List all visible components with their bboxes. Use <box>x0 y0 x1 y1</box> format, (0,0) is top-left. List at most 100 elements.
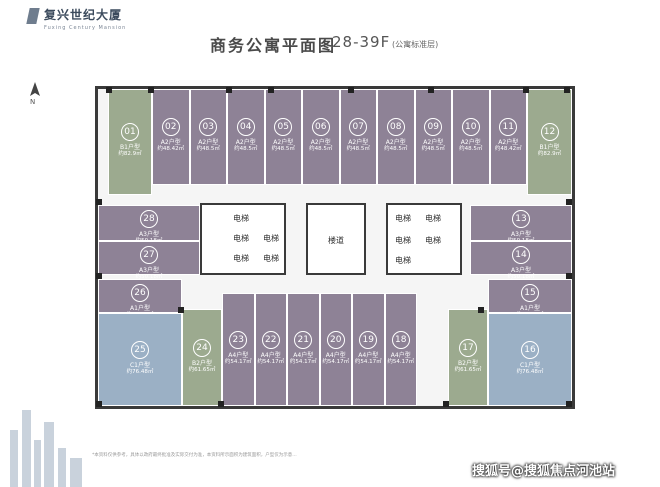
unit-number: 03 <box>199 118 218 136</box>
unit-number: 18 <box>391 330 410 349</box>
unit-type: A1户型 <box>130 305 150 312</box>
unit-type: A4户型 <box>293 351 314 359</box>
city-skyline-icon <box>10 410 82 487</box>
unit-area: 约54.17㎡ <box>289 358 317 365</box>
unit-type: A2户型 <box>423 139 444 146</box>
logo-mark-icon <box>26 8 40 24</box>
unit-26[interactable]: 26A1户型约43.07㎡ <box>98 279 182 318</box>
unit-number: 25 <box>131 340 149 359</box>
watermark: 搜狐号@搜狐焦点河池站 <box>472 464 616 479</box>
structural-column <box>96 273 102 279</box>
unit-area: 约54.17㎡ <box>354 358 382 365</box>
unit-area: 约48.42㎡ <box>494 146 522 152</box>
elevator-label-10: 电梯 <box>425 236 441 245</box>
structural-column <box>178 307 184 313</box>
logo: 复兴世纪大厦 Fuxing Century Mansion <box>26 6 148 46</box>
unit-area: 约50.18㎡ <box>507 274 535 280</box>
structural-column <box>566 199 572 205</box>
unit-area: 约48.5㎡ <box>196 146 220 152</box>
unit-type: B2户型 <box>458 359 478 367</box>
unit-number: 19 <box>359 330 378 349</box>
unit-area: 约48.5㎡ <box>459 146 483 152</box>
unit-number: 04 <box>236 118 255 136</box>
unit-number: 23 <box>229 330 248 349</box>
unit-type: A3户型 <box>511 231 531 238</box>
page-subtitle: (公寓标准层) <box>392 40 439 49</box>
unit-number: 17 <box>459 338 477 357</box>
unit-type: A2户型 <box>198 139 219 146</box>
elevator-label-6: 电梯 <box>395 214 411 223</box>
north-arrow-icon <box>30 82 40 96</box>
unit-area: 约54.17㎡ <box>257 358 285 365</box>
unit-number: 27 <box>140 246 158 264</box>
unit-28[interactable]: 28A3户型约50.18㎡ <box>98 205 200 244</box>
structural-column <box>226 87 232 93</box>
unit-15[interactable]: 15A1户型约43.07㎡ <box>488 279 572 318</box>
unit-type: A4户型 <box>260 351 281 359</box>
unit-type: A2户型 <box>273 139 294 146</box>
elevator-label-3: 电梯 <box>233 254 249 263</box>
unit-type: A4户型 <box>325 351 346 359</box>
unit-area: 约82.9㎡ <box>118 151 142 157</box>
unit-number: 07 <box>349 118 368 136</box>
unit-area: 约48.5㎡ <box>271 146 295 152</box>
elevator-label-2: 电梯 <box>233 234 249 243</box>
unit-type: A3户型 <box>139 231 159 238</box>
structural-column <box>564 87 570 93</box>
logo-english-text: Fuxing Century Mansion <box>44 25 127 31</box>
stair-label: 楼道 <box>328 236 344 245</box>
unit-type: A4户型 <box>228 351 249 359</box>
structural-column <box>523 87 529 93</box>
unit-area: 约61.65㎡ <box>188 366 216 373</box>
structural-column <box>218 401 224 407</box>
unit-type: B2户型 <box>192 359 212 367</box>
unit-number: 06 <box>311 118 330 136</box>
structural-column <box>96 199 102 205</box>
unit-number: 02 <box>161 118 180 136</box>
unit-type: A2户型 <box>160 139 181 146</box>
north-label: N <box>30 98 36 106</box>
unit-type: B1户型 <box>120 144 140 151</box>
core-center <box>306 203 366 275</box>
unit-type: A2户型 <box>235 139 256 146</box>
unit-number: 16 <box>521 340 539 359</box>
unit-number: 14 <box>512 246 530 264</box>
unit-13[interactable]: 13A3户型约50.18㎡ <box>470 205 572 244</box>
unit-area: 约54.17㎡ <box>322 358 350 365</box>
unit-number: 28 <box>140 210 158 228</box>
elevator-label-5: 电梯 <box>263 254 279 263</box>
unit-area: 约48.5㎡ <box>421 146 445 152</box>
footnote: *本资料仅供参考，具体以政府最终批准及实际交付为准，本资料所示面积为建筑面积，户… <box>92 453 297 458</box>
structural-column <box>96 401 102 407</box>
unit-number: 05 <box>274 118 293 136</box>
unit-area: 约48.42㎡ <box>157 146 185 152</box>
unit-type: A2户型 <box>348 139 369 146</box>
unit-number: 24 <box>193 338 211 357</box>
elevator-label-4: 电梯 <box>263 234 279 243</box>
